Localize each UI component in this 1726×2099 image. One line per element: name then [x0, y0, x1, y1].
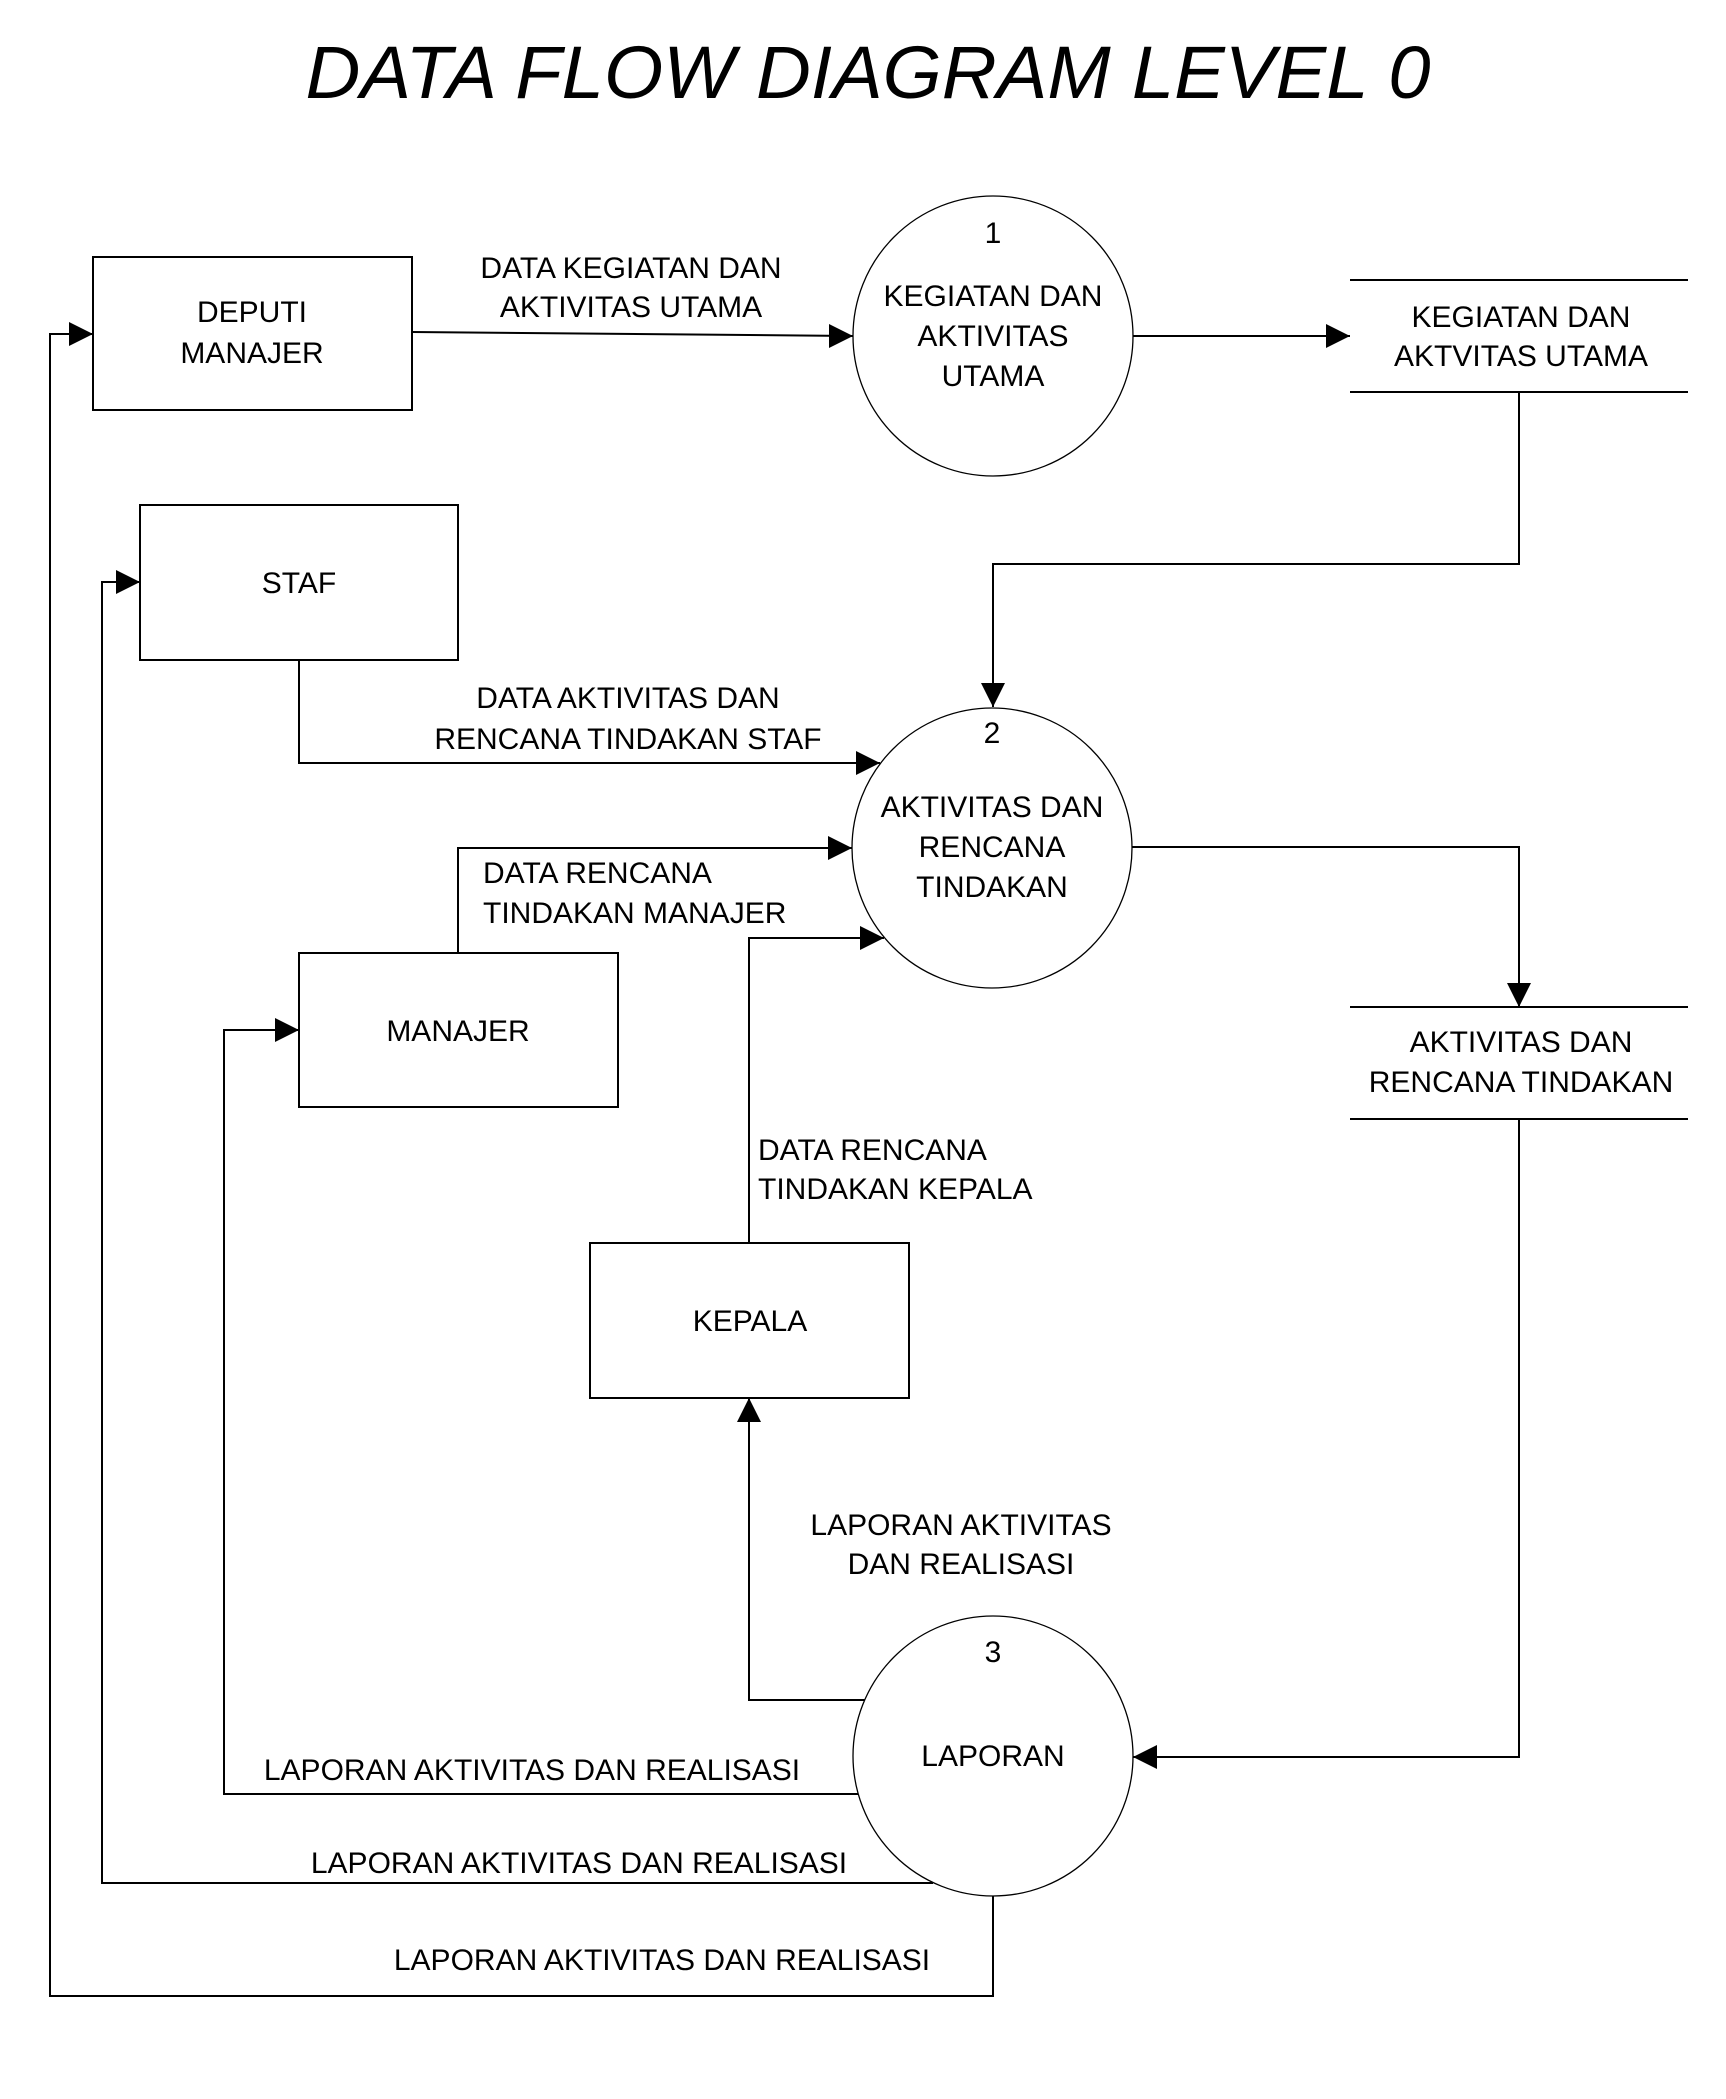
flow-deputi-to-process1[interactable] [411, 331, 854, 337]
arrow-left-icon [1133, 1745, 1157, 1769]
data-store-kegiatan-dan-aktivitas-utama[interactable] [1350, 279, 1688, 393]
flow-label: LAPORAN AKTIVITAS DAN REALISASI [311, 1847, 847, 1880]
flow-label: TINDAKAN KEPALA [758, 1173, 1033, 1206]
arrow-right-icon [116, 570, 140, 594]
process-label: KEGIATAN DAN [884, 280, 1103, 313]
flow-label: DATA AKTIVITAS DAN [476, 682, 779, 715]
process-label: TINDAKAN [916, 871, 1068, 904]
arrow-right-icon [829, 324, 853, 348]
flow-label: DATA RENCANA [483, 857, 712, 890]
process-number: 1 [985, 217, 1002, 250]
process-label: AKTIVITAS [917, 320, 1068, 353]
arrow-right-icon [69, 322, 93, 346]
data-store-label: AKTVITAS UTAMA [1394, 340, 1648, 373]
entity-staf[interactable] [139, 504, 459, 661]
flow-kepala-to-process2[interactable] [748, 937, 884, 1243]
entity-kepala[interactable] [589, 1242, 910, 1399]
data-store-label: RENCANA TINDAKAN [1369, 1066, 1674, 1099]
flow-label: LAPORAN AKTIVITAS [810, 1509, 1111, 1542]
process-3-laporan[interactable] [852, 1615, 1134, 1897]
flow-label: LAPORAN AKTIVITAS DAN REALISASI [264, 1754, 800, 1787]
flow-label: DATA RENCANA [758, 1134, 987, 1167]
entity-label: DEPUTI [197, 296, 307, 329]
arrow-up-icon [737, 1398, 761, 1422]
flow-lines [49, 331, 1520, 1997]
data-store-label: KEGIATAN DAN [1412, 301, 1631, 334]
arrow-right-icon [275, 1018, 299, 1042]
process-number: 3 [985, 1636, 1002, 1669]
flow-store2-to-process3[interactable] [1133, 1119, 1520, 1758]
flow-manajer-to-process2[interactable] [457, 847, 852, 953]
arrow-right-icon [856, 751, 880, 775]
flow-label: RENCANA TINDAKAN STAF [434, 723, 821, 756]
data-store-label: AKTIVITAS DAN [1410, 1026, 1633, 1059]
arrow-right-icon [828, 836, 852, 860]
arrow-right-icon [1326, 324, 1350, 348]
process-label: AKTIVITAS DAN [881, 791, 1104, 824]
entity-label: KEPALA [693, 1305, 808, 1338]
arrow-right-icon [860, 926, 884, 950]
flow-staf-to-process2[interactable] [298, 660, 880, 764]
entity-label: STAF [262, 567, 336, 600]
flow-process3-to-manajer[interactable] [223, 1029, 858, 1795]
entity-manajer[interactable] [298, 952, 619, 1108]
arrow-down-icon [1507, 983, 1531, 1007]
process-label: UTAMA [942, 360, 1045, 393]
flow-process3-to-deputi[interactable] [49, 333, 994, 1997]
flow-label: LAPORAN AKTIVITAS DAN REALISASI [394, 1944, 930, 1977]
process-label: RENCANA [919, 831, 1066, 864]
entity-label: MANAJER [386, 1015, 529, 1048]
diagram-title: DATA FLOW DIAGRAM LEVEL 0 [306, 31, 1431, 114]
flow-label: DAN REALISASI [848, 1548, 1075, 1581]
arrow-down-icon [981, 683, 1005, 707]
process-label: LAPORAN [921, 1740, 1064, 1773]
diagram-labels: DEPUTI MANAJER STAF MANAJER KEPALA 1KEGIATAN … [180, 217, 1673, 1977]
flow-arrowheads [69, 322, 1531, 1769]
diagram-shapes [92, 195, 1688, 1897]
flow-process3-to-kepala[interactable] [748, 1398, 866, 1701]
flow-process2-to-store2[interactable] [1132, 846, 1520, 1007]
flow-label: TINDAKAN MANAJER [483, 897, 786, 930]
entity-deputi-manajer[interactable] [92, 256, 413, 411]
flow-store1-to-process2[interactable] [992, 392, 1520, 707]
flow-label: AKTIVITAS UTAMA [500, 291, 762, 324]
process-number: 2 [984, 717, 1001, 750]
flow-process3-to-staf[interactable] [101, 581, 933, 1884]
flow-label: DATA KEGIATAN DAN [480, 252, 781, 285]
data-store-aktivitas-dan-rencana-tindakan[interactable] [1350, 1006, 1688, 1120]
entity-label: MANAJER [180, 337, 323, 370]
